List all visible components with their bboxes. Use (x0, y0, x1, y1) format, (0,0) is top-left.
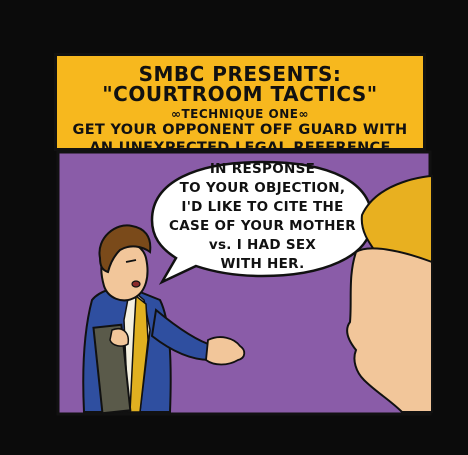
speech-line-3: I'D LIKE TO CITE THE (181, 199, 344, 215)
speech-line-1: IN RESPONSE (209, 161, 316, 177)
lawyer-folder (92, 323, 132, 415)
caption-line-1: GET YOUR OPPONENT OFF GUARD WITH (72, 122, 408, 138)
speech-line-6: WITH HER. (220, 256, 305, 272)
speech-text: IN RESPONSE TO YOUR OBJECTION, I'D LIKE … (155, 160, 370, 274)
caption-title: SMBC PRESENTS: "COURTROOM TACTICS" (102, 62, 378, 106)
right-character-face (346, 247, 433, 413)
lawyer-hair (98, 224, 152, 274)
lawyer-tie (129, 294, 149, 413)
speech-line-2: TO YOUR OBJECTION, (179, 180, 346, 196)
caption-subtitle: ∞TECHNIQUE ONE∞ (171, 107, 309, 121)
lawyer-eye (125, 259, 137, 263)
speech-bubble (150, 160, 374, 285)
speech-line-5: vs. I HAD SEX (208, 237, 317, 253)
speech-line-4: CASE OF YOUR MOTHER (169, 218, 356, 234)
lawyer-mouth (131, 280, 141, 288)
lawyer-left-hand (109, 328, 130, 347)
lawyer-hand (205, 336, 246, 366)
